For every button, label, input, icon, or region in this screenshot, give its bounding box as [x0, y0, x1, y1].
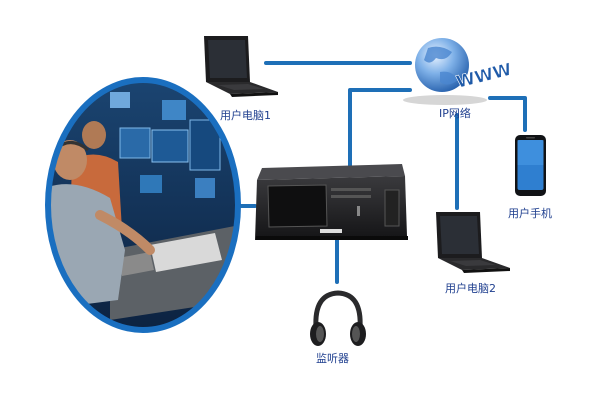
- laptop1-label: 用户电脑1: [220, 109, 271, 122]
- headphones-icon: [310, 290, 366, 346]
- headphones-label: 监听器: [316, 352, 349, 365]
- phone-label: 用户手机: [508, 207, 552, 220]
- network-label: IP网络: [439, 107, 471, 120]
- link-network-phone: [488, 96, 527, 132]
- laptop2-label: 用户电脑2: [445, 282, 496, 295]
- laptop-icon: [204, 36, 278, 97]
- smartphone-icon: [515, 135, 546, 196]
- link-server-network: [348, 88, 412, 170]
- laptop-icon: [436, 212, 510, 273]
- control-room-photo: [45, 77, 241, 333]
- globe-icon: WWW: [403, 38, 514, 105]
- server-chassis-icon: [255, 164, 408, 240]
